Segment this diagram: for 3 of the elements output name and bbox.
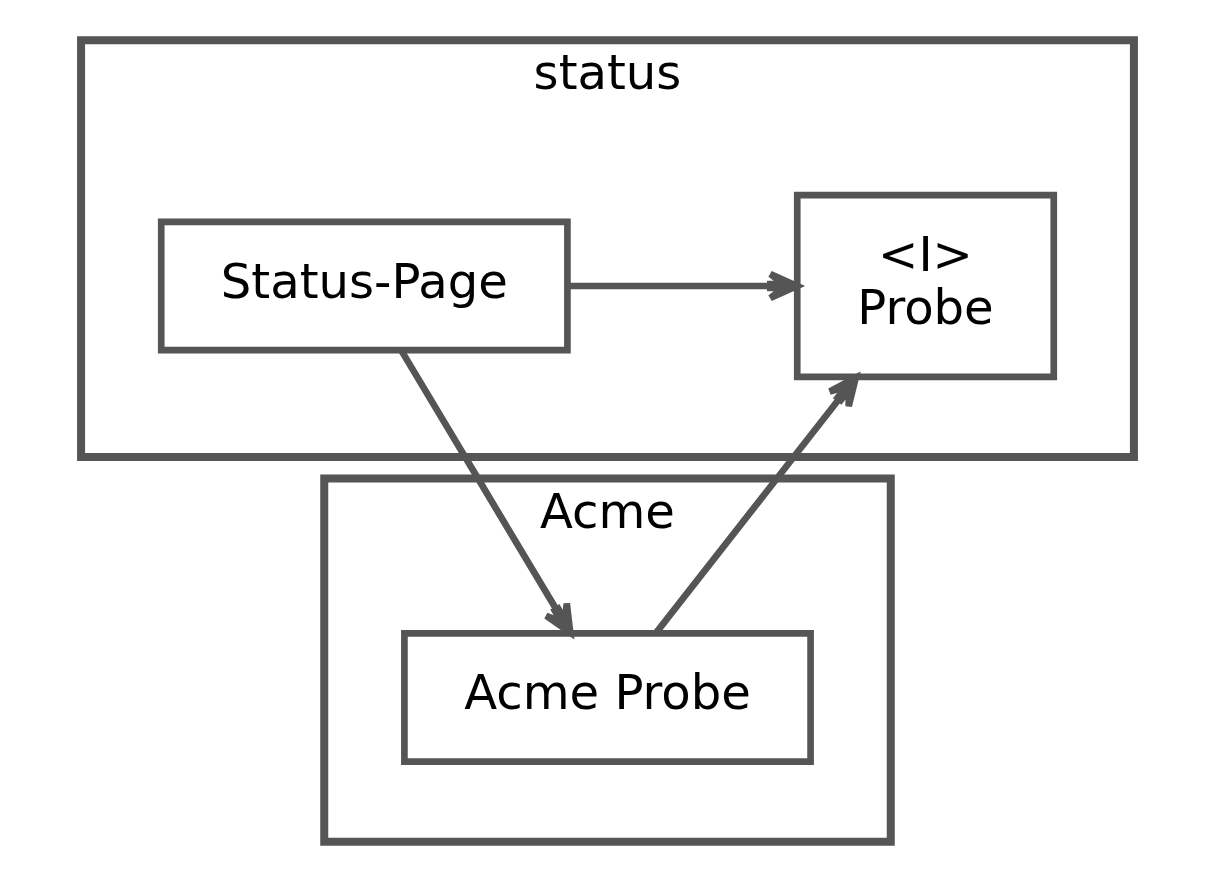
node-box: <I> Probe — [793, 191, 1057, 381]
node-box: Acme Probe — [400, 630, 814, 765]
node-box: Status-Page — [157, 218, 571, 354]
